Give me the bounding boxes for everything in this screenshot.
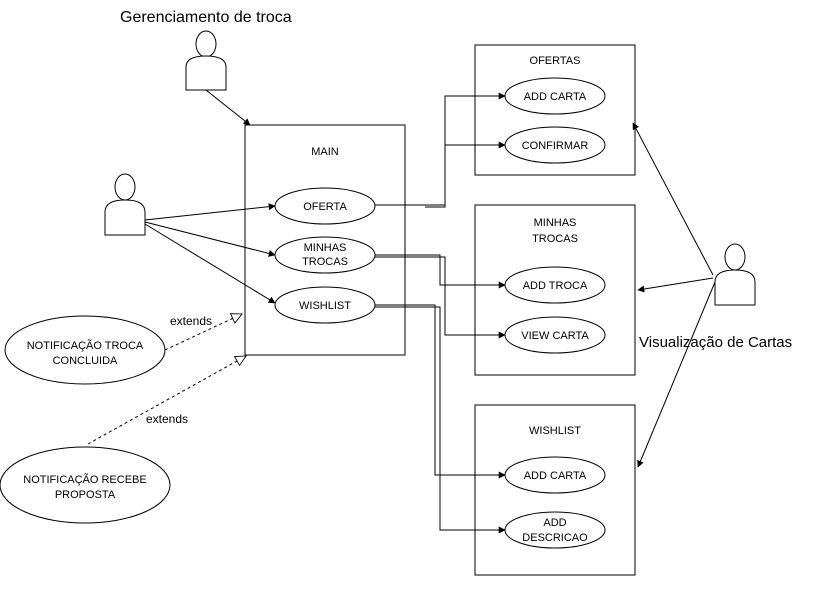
actor-visualizacao-label: Visualização de Cartas xyxy=(639,334,792,351)
usecase-view-carta-label: VIEW CARTA xyxy=(521,330,589,342)
connector-extends-troca-concluida xyxy=(164,314,242,351)
usecase-wishlist-label: WISHLIST xyxy=(299,300,351,312)
connector-gerenciamento-main xyxy=(205,89,251,126)
usecase-oferta-label: OFERTA xyxy=(303,201,347,213)
usecase-add-descricao-label-1: ADD xyxy=(543,517,566,529)
connector-oferta-confirmar xyxy=(425,141,506,208)
main-title: MAIN xyxy=(311,146,339,158)
actor-icon xyxy=(104,173,146,236)
connector-user-wishlist xyxy=(144,223,276,304)
actor-visualizacao-cartas[interactable]: Visualização de Cartas xyxy=(639,243,792,351)
minhas-trocas-title-1: MINHAS xyxy=(534,217,577,229)
usecase-add-descricao-label-2: DESCRICAO xyxy=(522,532,588,544)
connector-trocas-view-carta xyxy=(375,256,506,339)
ofertas-title: OFERTAS xyxy=(530,55,581,67)
connector-extends-recebe-proposta xyxy=(87,356,246,445)
connector-visualizacao-minhas-trocas xyxy=(637,277,714,293)
usecase-oferta[interactable]: OFERTA xyxy=(274,187,376,225)
usecase-minhas-trocas[interactable]: MINHAS TROCAS xyxy=(274,236,376,274)
usecase-ofertas-add-carta[interactable]: ADD CARTA xyxy=(504,77,606,115)
usecase-wishlist-add-carta-label: ADD CARTA xyxy=(524,470,587,482)
connector-wishlist-add-descricao xyxy=(375,306,506,534)
usecase-add-descricao[interactable]: ADD DESCRICAO xyxy=(504,511,606,549)
actor-icon xyxy=(714,243,756,306)
connectors xyxy=(87,89,716,534)
usecase-notificacao-troca-concluida[interactable]: NOTIFICAÇÃO TROCA CONCLUIDA xyxy=(4,315,166,385)
usecase-view-carta[interactable]: VIEW CARTA xyxy=(504,316,606,354)
minhas-trocas-title-2: TROCAS xyxy=(532,233,578,245)
usecase-ofertas-add-carta-label: ADD CARTA xyxy=(524,91,587,103)
wishlist-title: WISHLIST xyxy=(529,425,581,437)
actor-gerenciamento-troca[interactable]: Gerenciamento de troca xyxy=(120,9,292,91)
usecase-add-troca-label: ADD TROCA xyxy=(523,280,588,292)
actor-gerenciamento-label: Gerenciamento de troca xyxy=(120,9,292,26)
connector-trocas-add-troca xyxy=(375,254,506,289)
connector-user-minhas-trocas xyxy=(144,221,276,257)
usecase-minhas-trocas-label-2: TROCAS xyxy=(302,256,348,268)
extends-label-1: extends xyxy=(170,314,212,328)
extends-label-2: extends xyxy=(146,412,188,426)
actor-icon xyxy=(185,30,227,91)
usecase-confirmar-label: CONFIRMAR xyxy=(522,140,589,152)
notificacao-recebe-proposta-label-1: NOTIFICAÇÃO RECEBE xyxy=(23,473,146,486)
connector-visualizacao-wishlist xyxy=(637,281,716,468)
usecase-add-troca[interactable]: ADD TROCA xyxy=(504,266,606,304)
usecase-confirmar[interactable]: CONFIRMAR xyxy=(504,126,606,164)
usecase-notificacao-recebe-proposta[interactable]: NOTIFICAÇÃO RECEBE PROPOSTA xyxy=(0,446,171,524)
usecase-minhas-trocas-label-1: MINHAS xyxy=(304,242,347,254)
connector-visualizacao-ofertas xyxy=(632,122,714,276)
usecase-wishlist[interactable]: WISHLIST xyxy=(274,286,376,324)
actor-user[interactable] xyxy=(104,173,146,236)
notificacao-troca-concluida-label-1: NOTIFICAÇÃO TROCA xyxy=(27,339,144,352)
notificacao-troca-concluida-label-2: CONCLUIDA xyxy=(53,355,118,367)
notificacao-recebe-proposta-label-2: PROPOSTA xyxy=(55,489,116,501)
connector-wishlist-add-carta xyxy=(375,304,506,479)
connector-user-oferta xyxy=(144,203,276,221)
usecase-wishlist-add-carta[interactable]: ADD CARTA xyxy=(504,456,606,494)
